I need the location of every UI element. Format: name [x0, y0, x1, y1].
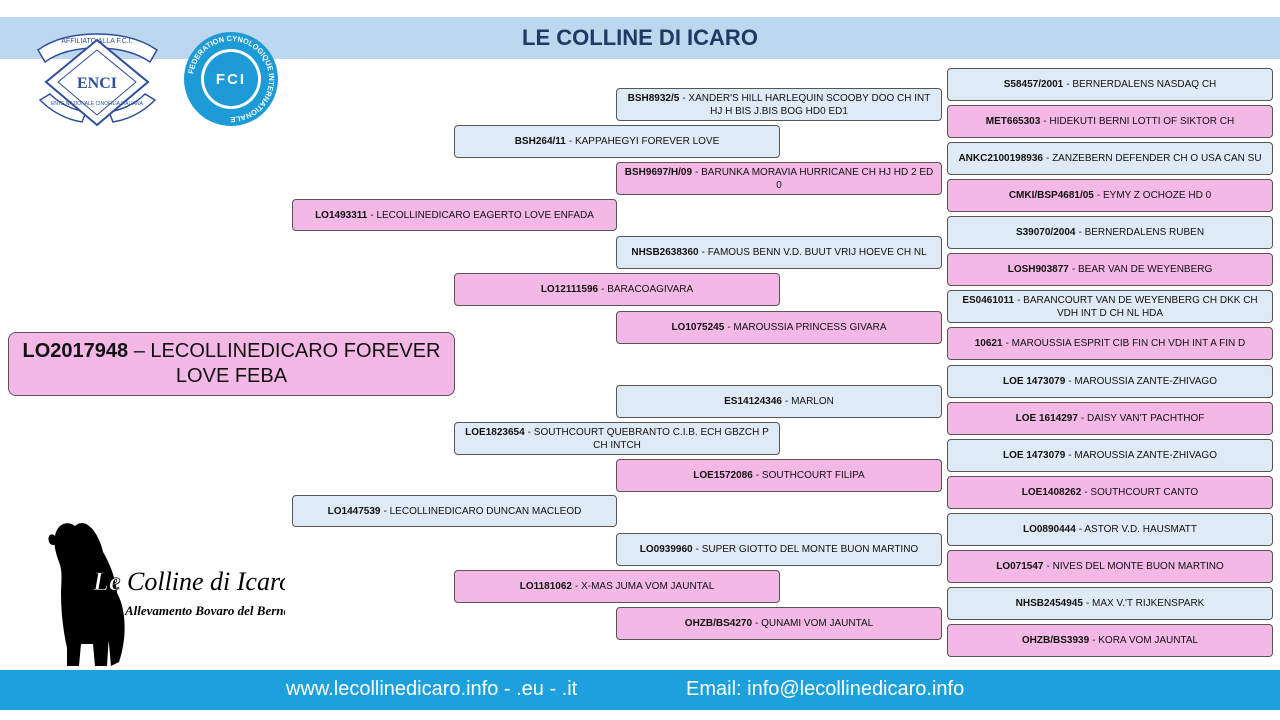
great-grandparent-2: BSH9697/H/09- BARUNKA MORAVIA HURRICANE … [616, 162, 942, 195]
subject-name: LECOLLINEDICARO FOREVER LOVE FEBA [150, 340, 441, 387]
svg-text:Le: Le [92, 567, 120, 596]
website-link[interactable]: www.lecollinedicaro.info - .eu - .it [286, 678, 578, 700]
great-great-grandparent-6: LOSH903877- BEAR VAN DE WEYENBERG [947, 253, 1273, 286]
great-great-grandparent-15: NHSB2454945- MAX V.'T RIJKENSPARK [947, 587, 1273, 620]
great-great-grandparent-16: OHZB/BS3939- KORA VOM JAUNTAL [947, 624, 1273, 657]
email-link[interactable]: Email: info@lecollinedicaro.info [686, 678, 965, 700]
parent-dam: LO1493311- LECOLLINEDICARO EAGERTO LOVE … [292, 199, 617, 231]
great-great-grandparent-10: LOE 1614297- DAISY VAN'T PACHTHOF [947, 402, 1273, 435]
svg-text:ENCI: ENCI [77, 75, 117, 92]
great-grandparent-6: LOE1572086- SOUTHCOURT FILIPA [616, 459, 942, 492]
great-great-grandparent-3: ANKC2100198936- ZANZEBERN DEFENDER CH O … [947, 142, 1273, 175]
great-grandparent-1: BSH8932/5- XANDER'S HILL HARLEQUIN SCOOB… [616, 88, 942, 121]
great-grandparent-7: LO0939960- SUPER GIOTTO DEL MONTE BUON M… [616, 533, 942, 566]
svg-text:AFFILIATO ALLA F.C.I.: AFFILIATO ALLA F.C.I. [61, 38, 132, 45]
svg-text:FCI: FCI [216, 71, 246, 88]
great-great-grandparent-2: MET665303- HIDEKUTI BERNI LOTTI OF SIKTO… [947, 105, 1273, 138]
great-great-grandparent-7: ES0461011- BARANCOURT VAN DE WEYENBERG C… [947, 290, 1273, 323]
great-great-grandparent-14: LO071547- NIVES DEL MONTE BUON MARTINO [947, 550, 1273, 583]
subject-reg: LO2017948 [22, 340, 129, 362]
footer: www.lecollinedicaro.info - .eu - .it Ema… [0, 670, 1280, 710]
great-great-grandparent-8: 10621- MAROUSSIA ESPRIT CIB FIN CH VDH I… [947, 327, 1273, 360]
grandparent-3: LOE1823654- SOUTHCOURT QUEBRANTO C.I.B. … [454, 422, 780, 455]
dog-silhouette-icon [48, 523, 125, 666]
fci-logo: FEDERATION CYNOLOGIQUE INTERNATIONALE FC… [184, 32, 278, 126]
enci-logo: ENCI AFFILIATO ALLA F.C.I. ENTE NAZIONAL… [37, 33, 158, 127]
svg-text:Colline di Icaro: Colline di Icaro [127, 567, 285, 596]
great-grandparent-3: NHSB2638360- FAMOUS BENN V.D. BUUT VRIJ … [616, 236, 942, 269]
grandparent-4: LO1181062- X-MAS JUMA VOM JAUNTAL [454, 570, 780, 603]
svg-text:ENTE NAZIONALE CINOFILIA ITALI: ENTE NAZIONALE CINOFILIA ITALIANA [51, 101, 144, 107]
great-grandparent-8: OHZB/BS4270- QUNAMI VOM JAUNTAL [616, 607, 942, 640]
grandparent-2: LO12111596- BARACOAGIVARA [454, 273, 780, 306]
great-great-grandparent-12: LOE1408262- SOUTHCOURT CANTO [947, 476, 1273, 509]
great-great-grandparent-1: S58457/2001- BERNERDALENS NASDAQ CH [947, 68, 1273, 101]
subject-dog: LO2017948 – LECOLLINEDICARO FOREVER LOVE… [8, 332, 455, 396]
great-great-grandparent-9: LOE 1473079- MAROUSSIA ZANTE-ZHIVAGO [947, 365, 1273, 398]
great-great-grandparent-5: S39070/2004- BERNERDALENS RUBEN [947, 216, 1273, 249]
great-great-grandparent-11: LOE 1473079- MAROUSSIA ZANTE-ZHIVAGO [947, 439, 1273, 472]
great-grandparent-4: LO1075245- MAROUSSIA PRINCESS GIVARA [616, 311, 942, 344]
great-great-grandparent-13: LO0890444- ASTOR V.D. HAUSMATT [947, 513, 1273, 546]
great-grandparent-5: ES14124346- MARLON [616, 385, 942, 418]
grandparent-1: BSH264/11- KAPPAHEGYI FOREVER LOVE [454, 125, 780, 158]
svg-text:Allevamento Bovaro del Bernese: Allevamento Bovaro del Bernese [124, 603, 285, 618]
parent-sire: LO1447539- LECOLLINEDICARO DUNCAN MACLEO… [292, 495, 617, 527]
brand-logo: Le Colline di Icaro Allevamento Bovaro d… [48, 523, 285, 666]
great-great-grandparent-4: CMKI/BSP4681/05- EYMY Z OCHOZE HD 0 [947, 179, 1273, 212]
